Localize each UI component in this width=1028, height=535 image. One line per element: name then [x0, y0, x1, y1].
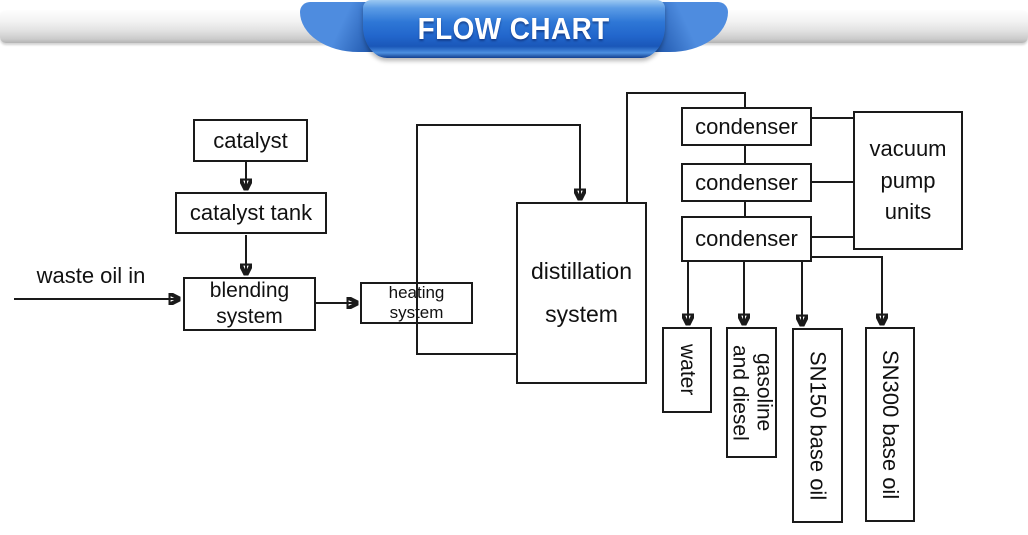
node-catalyst-tank: catalyst tank — [175, 192, 327, 234]
edge-condenser3-to-sn300 — [812, 256, 882, 324]
node-condenser-3: condenser — [681, 216, 812, 262]
node-catalyst: catalyst — [193, 119, 308, 162]
node-condenser-2: condenser — [681, 163, 812, 202]
node-water-label: water — [676, 344, 699, 396]
node-vacuum-pump-units: vacuum pump units — [853, 111, 963, 250]
node-condenser-1: condenser — [681, 107, 812, 146]
node-distillation-system-label: distillation system — [531, 258, 632, 327]
node-gasoline-and-diesel: gasoline and diesel — [726, 327, 777, 458]
node-blending-system: blending system — [183, 277, 316, 331]
node-heating-system-label: heating system — [388, 282, 445, 322]
node-vacuum-pump-units-label: vacuum pump units — [869, 135, 947, 225]
node-heating-system: heating system — [360, 282, 473, 324]
waste-oil-in-label: waste oil in — [36, 263, 146, 288]
node-water: water — [662, 327, 712, 413]
page-title: FLOW CHART — [417, 11, 611, 46]
node-condenser-3-label: condenser — [695, 226, 798, 251]
node-catalyst-label: catalyst — [213, 127, 288, 153]
node-gasoline-and-diesel-label: gasoline and diesel — [728, 344, 776, 441]
node-sn300-base-oil-label: SN300 base oil — [878, 349, 903, 500]
node-distillation-system: distillation system — [516, 202, 647, 384]
node-condenser-1-label: condenser — [695, 113, 798, 139]
node-sn300-base-oil: SN300 base oil — [865, 327, 915, 522]
node-blending-system-label: blending system — [209, 279, 290, 328]
ribbon-banner: FLOW CHART — [363, 0, 665, 58]
node-sn150-base-oil-label: SN150 base oil — [805, 350, 831, 501]
node-catalyst-tank-label: catalyst tank — [189, 200, 313, 225]
node-sn150-base-oil: SN150 base oil — [792, 328, 843, 523]
node-condenser-2-label: condenser — [695, 169, 798, 195]
